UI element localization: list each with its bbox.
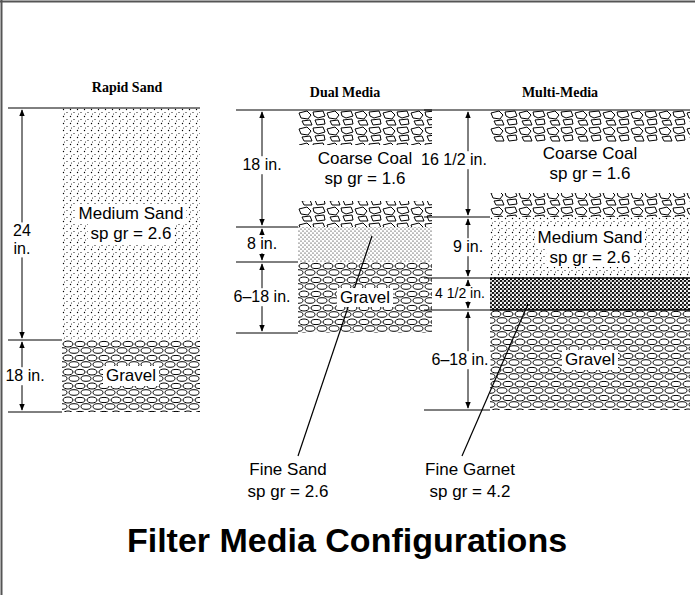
dimension-label: 18 in. (3, 367, 46, 385)
dimension-label: 6–18 in. (232, 288, 293, 306)
layer-name: Coarse Coal (540, 144, 641, 164)
frame-line (0, 1, 695, 3)
layer-name: Coarse Coal (315, 149, 416, 169)
medium-sand-layer: Medium Sandsp gr = 2.6 (62, 108, 200, 340)
gravel-texture (298, 262, 432, 333)
specific-gravity: sp gr = 2.6 (88, 224, 175, 244)
layer-name: Medium Sand (535, 228, 646, 248)
coarse-coal-layer: Coarse Coalsp gr = 1.6 (298, 110, 432, 227)
sand-texture (62, 108, 200, 340)
dimension-label: 16 1/2 in. (419, 151, 489, 169)
layer-callout: sp gr = 4.2 (428, 483, 513, 502)
coal-texture (298, 110, 432, 145)
column-heading: Dual Media (308, 85, 382, 100)
specific-gravity: sp gr = 2.6 (547, 248, 634, 268)
medium-sand-layer: Medium Sandsp gr = 2.6 (490, 217, 690, 278)
coal-texture (490, 110, 690, 142)
sand-texture (490, 217, 690, 278)
coarse-coal-layer: Coarse Coalsp gr = 1.6 (490, 110, 690, 217)
dimension-label: 9 in. (451, 238, 485, 256)
specific-gravity: sp gr = 1.6 (322, 169, 409, 189)
dimension-label: 24 in. (8, 222, 36, 257)
diagram-title: Filter Media Configurations (127, 521, 567, 560)
frame-line (1, 0, 3, 595)
specific-gravity: sp gr = 1.6 (547, 164, 634, 184)
dimension-lines (8, 108, 690, 412)
coal-texture (298, 201, 432, 227)
fine-garnet-layer (490, 278, 690, 310)
layer-callout: sp gr = 2.6 (246, 483, 331, 502)
column-heading: Rapid Sand (90, 80, 164, 95)
dimension-label: 8 in. (245, 235, 279, 253)
gravel-texture (490, 310, 690, 410)
gravel-layer: Gravel (62, 340, 200, 412)
layer-name: Medium Sand (76, 204, 187, 224)
dimension-label: 4 1/2 in. (433, 286, 487, 301)
column-heading: Multi-Media (520, 85, 600, 100)
dimension-label: 18 in. (240, 156, 283, 174)
gravel-layer: Gravel (298, 262, 432, 333)
gravel-layer: Gravel (490, 310, 690, 410)
layer-name: Gravel (103, 366, 159, 386)
layer-name: Gravel (562, 350, 618, 370)
gravel-texture (62, 340, 200, 412)
coal-texture (490, 193, 690, 217)
layer-callout: Fine Sand (247, 461, 329, 480)
layer-name: Gravel (337, 288, 393, 308)
layer-callout: Fine Garnet (423, 461, 517, 480)
dimension-label: 6–18 in. (430, 351, 491, 369)
